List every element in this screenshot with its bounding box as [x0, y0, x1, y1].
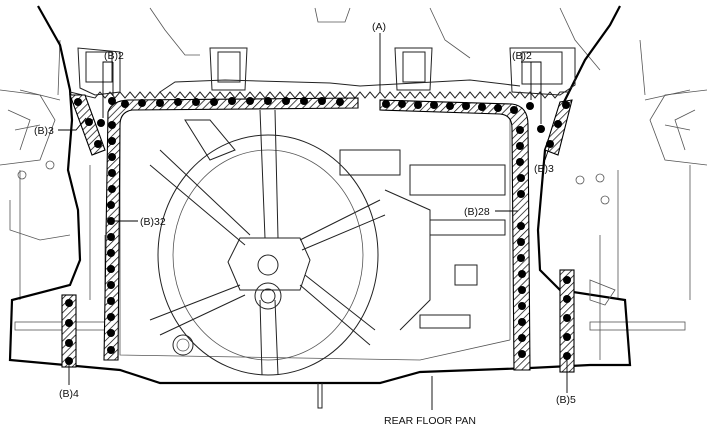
- label-a: (A): [372, 21, 386, 33]
- leader-b2-right: [521, 61, 542, 124]
- label-b5: (B)5: [556, 394, 576, 406]
- label-b28: (B)28: [464, 206, 490, 218]
- leader-b2-left: [102, 61, 114, 118]
- upper-brackets: [77, 47, 576, 96]
- weld-points-b5: [563, 276, 571, 360]
- weld-points-b2-right: [526, 102, 545, 133]
- leader-lines: [58, 33, 568, 410]
- left-side-panel: [0, 89, 71, 241]
- strip-b32: [103, 97, 359, 361]
- label-rear-floor-pan: REAR FLOOR PAN: [384, 415, 476, 427]
- label-b3-right: (B)3: [534, 163, 554, 175]
- label-b2-left: (B)2: [104, 50, 124, 62]
- weld-points-b3-right: [546, 101, 570, 148]
- labels: (A) (B)2 (B)2 (B)3 (B)3 (B)32 (B)28 (B)4…: [34, 21, 576, 427]
- weld-points-top-right: [382, 100, 518, 114]
- cross-member-a: [69, 79, 570, 99]
- label-b2-right: (B)2: [512, 50, 532, 62]
- label-b3-left: (B)3: [34, 125, 54, 137]
- weld-points-b3-left: [74, 98, 102, 148]
- weld-points-left-vertical: [107, 121, 116, 354]
- weld-points-right-vertical: [516, 126, 526, 358]
- weld-points-b4: [65, 299, 73, 365]
- label-b32: (B)32: [140, 216, 166, 228]
- spare-tire-well: [149, 109, 506, 376]
- weld-points-top-left: [121, 97, 344, 108]
- label-b4: (B)4: [59, 388, 79, 400]
- leader-b3-left: [58, 117, 87, 131]
- leader-b3-right: [544, 147, 550, 161]
- weld-points-b2-left: [97, 97, 116, 127]
- floor-pan-outline: [8, 5, 632, 409]
- sealant-strips: [61, 94, 575, 373]
- strip-b28: [379, 99, 531, 371]
- right-side-panel: [575, 89, 707, 306]
